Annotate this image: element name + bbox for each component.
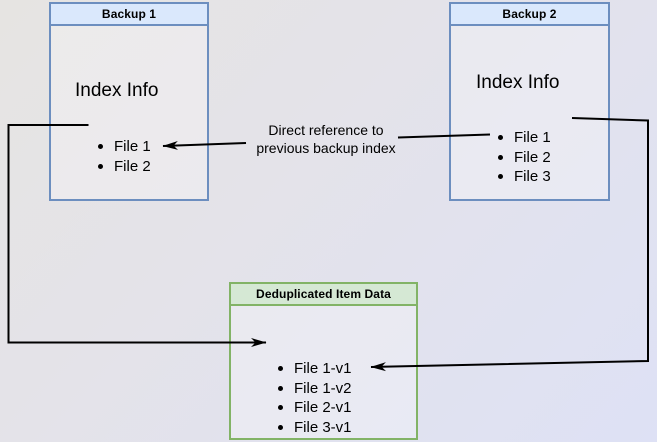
backup1-title: Backup 1 <box>51 4 207 26</box>
dedup-title: Deduplicated Item Data <box>231 284 416 306</box>
list-item: File 1 <box>498 128 551 148</box>
dedup-file-list: File 1-v1 File 1-v2 File 2-v1 File 3-v1 <box>278 359 352 437</box>
direct-reference-annotation: Direct reference to previous backup inde… <box>246 121 406 157</box>
list-item: File 3 <box>498 167 551 187</box>
annotation-line-2: previous backup index <box>256 140 396 156</box>
list-item: File 2-v1 <box>278 398 352 418</box>
list-item: File 1-v2 <box>278 379 352 399</box>
file-label: File 3 <box>514 168 551 186</box>
backup2-box: Backup 2 Index Info File 1 File 2 File 3 <box>449 2 610 201</box>
list-item: File 2 <box>98 157 151 177</box>
file-label: File 2-v1 <box>294 399 352 417</box>
file-label: File 1-v1 <box>294 360 352 378</box>
bullet-icon <box>278 405 283 411</box>
bullet-icon <box>278 366 283 372</box>
list-item: File 1-v1 <box>278 359 352 379</box>
file-label: File 1 <box>114 138 151 156</box>
backup2-file-list: File 1 File 2 File 3 <box>498 128 551 187</box>
list-item: File 2 <box>498 148 551 168</box>
deduplicated-item-data-box: Deduplicated Item Data File 1-v1 File 1-… <box>229 282 418 440</box>
backup1-index-info-label: Index Info <box>75 80 159 101</box>
bullet-icon <box>498 174 503 180</box>
file-label: File 3-v1 <box>294 418 352 436</box>
backup2-title: Backup 2 <box>451 4 608 26</box>
annotation-line-1: Direct reference to <box>268 122 384 138</box>
list-item: File 3-v1 <box>278 418 352 438</box>
bullet-icon <box>498 135 503 141</box>
bullet-icon <box>98 163 103 169</box>
bullet-icon <box>498 154 503 160</box>
backup1-box: Backup 1 Index Info File 1 File 2 <box>49 2 209 201</box>
file-label: File 2 <box>514 148 551 166</box>
list-item: File 1 <box>98 137 151 157</box>
bullet-icon <box>278 385 283 391</box>
backup1-file-list: File 1 File 2 <box>98 137 151 176</box>
bullet-icon <box>278 424 283 430</box>
file-label: File 1 <box>514 129 551 147</box>
bullet-icon <box>98 144 103 150</box>
backup2-index-info-label: Index Info <box>476 72 560 93</box>
file-label: File 2 <box>114 157 151 175</box>
file-label: File 1-v2 <box>294 379 352 397</box>
